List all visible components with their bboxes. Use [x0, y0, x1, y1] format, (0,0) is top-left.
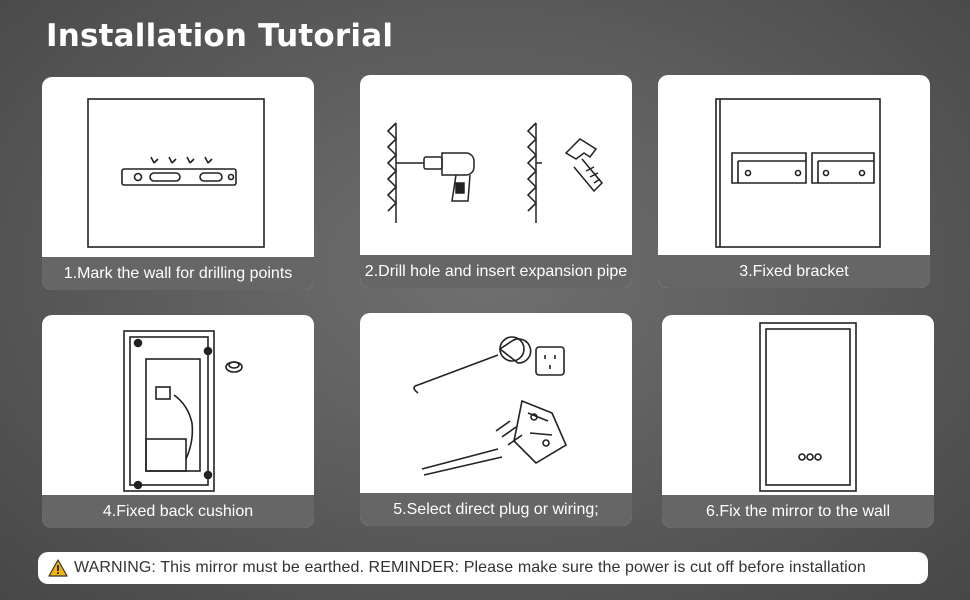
step-card-6: 6.Fix the mirror to the wall	[662, 315, 934, 528]
drill-and-hammer-icon	[360, 75, 632, 255]
plug-and-wiring-icon	[360, 313, 632, 493]
step-card-4: 4.Fixed back cushion	[42, 315, 314, 528]
step-card-2: 2.Drill hole and insert expansion pipe	[360, 75, 632, 288]
mounted-mirror-icon	[662, 315, 934, 495]
warning-text: WARNING: This mirror must be earthed. RE…	[74, 559, 866, 576]
step-card-5: 5.Select direct plug or wiring;	[360, 313, 632, 526]
wall-bracket-icon	[658, 75, 930, 255]
mirror-back-cushion-icon	[42, 315, 314, 495]
step-caption: 2.Drill hole and insert expansion pipe	[360, 255, 632, 288]
warning-banner: WARNING: This mirror must be earthed. RE…	[38, 552, 928, 584]
step-caption: 5.Select direct plug or wiring;	[360, 493, 632, 526]
step-caption: 6.Fix the mirror to the wall	[662, 495, 934, 528]
step-card-3: 3.Fixed bracket	[658, 75, 930, 288]
step-caption: 4.Fixed back cushion	[42, 495, 314, 528]
page-title: Installation Tutorial	[46, 18, 394, 54]
step-caption: 3.Fixed bracket	[658, 255, 930, 288]
wall-marking-level-icon	[42, 77, 314, 257]
step-caption: 1.Mark the wall for drilling points	[42, 257, 314, 290]
step-card-1: 1.Mark the wall for drilling points	[42, 77, 314, 290]
warning-triangle-icon	[48, 559, 68, 577]
